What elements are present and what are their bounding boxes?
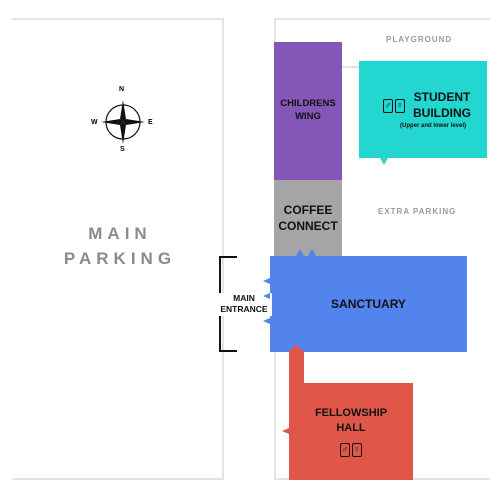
sanctuary: SANCTUARY (270, 256, 467, 352)
door-icon (296, 249, 304, 256)
compass-star-icon (101, 100, 145, 144)
childrens-wing: CHILDRENS WING (274, 42, 342, 180)
coffee-connect: COFFEE CONNECT (274, 180, 342, 258)
compass-east: E (148, 119, 153, 126)
compass-north: N (119, 86, 125, 93)
fellowship-connector (289, 350, 304, 390)
main-parking-lot (12, 18, 224, 480)
door-icon (308, 249, 316, 256)
extra-parking-label: EXTRA PARKING (378, 207, 457, 216)
compass-west: W (91, 119, 98, 126)
door-icon (380, 158, 388, 165)
compass-rose: N S W E (91, 86, 156, 156)
door-icon (263, 318, 270, 324)
door-icon (263, 278, 270, 284)
main-parking-label: MAIN PARKING (63, 224, 177, 268)
restroom-icon: ♂♀ (340, 443, 362, 458)
door-icon (263, 293, 270, 299)
playground-label: PLAYGROUND (386, 35, 453, 44)
student-building: ♂♀ STUDENT BUILDING (Upper and lower lev… (359, 61, 487, 158)
fellowship-hall: FELLOWSHIP HALL ♂♀ (289, 383, 413, 480)
door-icon (291, 344, 301, 350)
compass-south: S (120, 146, 125, 153)
main-entrance-label: MAIN ENTRANCE (216, 293, 272, 316)
restroom-icon: ♂♀ (383, 98, 405, 113)
path-line (342, 66, 360, 68)
door-icon (282, 428, 289, 434)
